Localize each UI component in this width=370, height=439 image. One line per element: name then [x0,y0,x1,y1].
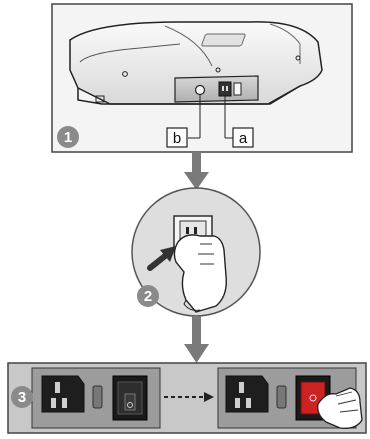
panel-plug-in: 2 [132,188,260,316]
step-badge-1: 1 [57,126,79,148]
top-vent [201,34,245,46]
panel-switch-on: 3 [8,363,366,433]
flow-arrow-1 [184,152,209,190]
laminator-device [70,22,322,104]
power-socket-icon [226,376,268,412]
flow-arrow-2 [184,316,209,363]
step-number: 3 [18,389,26,406]
power-switch-icon [234,83,241,95]
fuse-holder-icon [196,86,205,95]
callout-b-label: b [173,130,181,147]
power-module-on [218,368,362,428]
rear-connector-plate [175,76,258,102]
fuse-holder-icon [277,386,286,408]
fuse-holder-icon [93,386,102,408]
callout-a-label: a [239,130,248,147]
power-module-off [32,368,160,428]
step-badge-2: 2 [137,285,159,307]
step-badge-3: 3 [11,386,33,408]
panel-device-rear: b a 1 [52,4,352,152]
power-socket-icon [219,82,231,96]
power-switch-icon [113,376,147,420]
step-number: 1 [64,129,72,146]
power-socket-icon [42,376,84,412]
step-number: 2 [144,288,152,305]
